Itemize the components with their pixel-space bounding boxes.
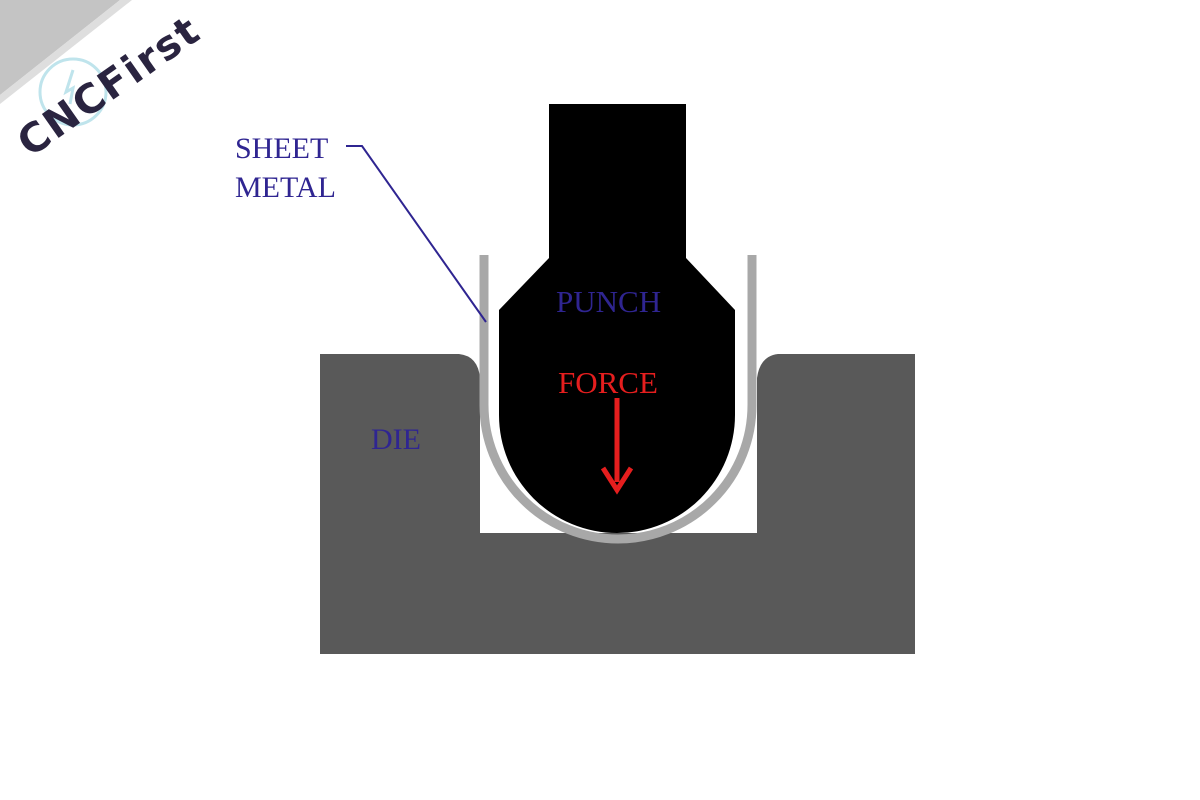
watermark-band-shadow [0, 0, 132, 104]
punch [499, 104, 735, 533]
die [320, 354, 915, 654]
sheet-metal-leader-line [346, 145, 487, 323]
die-label: DIE [371, 423, 421, 456]
sheet-metal-label-line2: METAL [235, 171, 336, 204]
punch-label: PUNCH [556, 284, 661, 319]
force-arrow-icon [600, 398, 634, 495]
sheet-metal-label-line1: SHEET [235, 132, 328, 165]
watermark: CNCFirst [0, 0, 209, 166]
logo-circle-icon [38, 57, 108, 127]
force-label: FORCE [558, 365, 658, 400]
sheet-metal [479, 255, 757, 544]
